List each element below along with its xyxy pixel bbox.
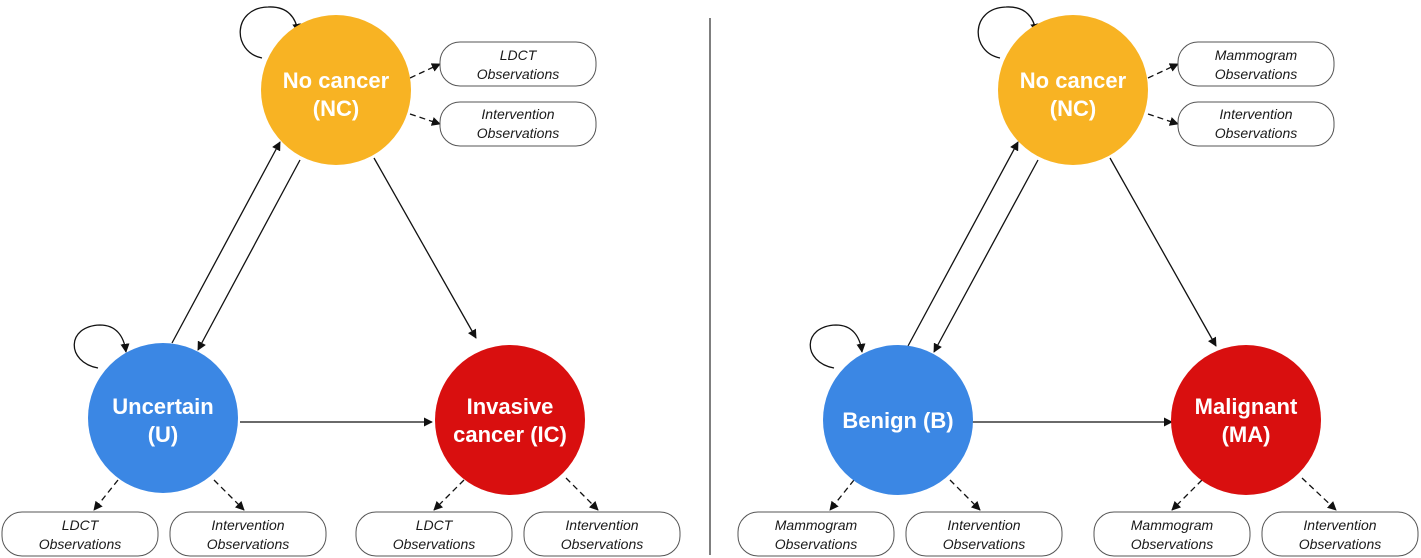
obs-label: Intervention	[211, 517, 284, 533]
edge-b-to-nc	[907, 141, 1019, 347]
state-invasive-cancer: Invasive cancer (IC)	[435, 345, 585, 495]
obs-label: Intervention	[1219, 106, 1292, 122]
obs-label: Observations	[1215, 66, 1297, 82]
dash-ma-mammogram	[1171, 479, 1203, 511]
dash-ic-ldct	[433, 479, 465, 511]
obs-box-ic-intervention: Intervention Observations	[523, 511, 681, 557]
obs-box-ma-mammogram: Mammogram Observations	[1093, 511, 1251, 557]
obs-label: LDCT	[62, 517, 100, 533]
obs-label: Observations	[775, 536, 857, 552]
obs-label: LDCT	[416, 517, 454, 533]
dash-nc-int	[409, 113, 441, 126]
right-panel: No cancer (NC) Benign (B) Malignant (MA)…	[737, 6, 1419, 557]
obs-box-b-mammogram: Mammogram Observations	[737, 511, 895, 557]
obs-label: Observations	[1299, 536, 1381, 552]
dash-nc-int	[1147, 113, 1179, 126]
state-malignant-circle	[1171, 345, 1321, 495]
state-uncertain-circle	[88, 343, 238, 493]
obs-label: Observations	[207, 536, 289, 552]
obs-label: Observations	[1131, 536, 1213, 552]
state-benign: Benign (B)	[823, 345, 973, 495]
obs-label: Observations	[477, 66, 559, 82]
state-label: Malignant	[1195, 394, 1298, 419]
state-no-cancer: No cancer (NC)	[261, 15, 411, 165]
obs-label: Observations	[1215, 125, 1297, 141]
obs-label: Intervention	[947, 517, 1020, 533]
dash-u-int	[213, 479, 245, 511]
edge-nc-to-u	[197, 159, 301, 351]
state-uncertain: Uncertain (U)	[88, 343, 238, 493]
obs-label: Observations	[561, 536, 643, 552]
state-label: (NC)	[313, 96, 359, 121]
edge-nc-to-ma	[1109, 157, 1217, 347]
dash-b-int	[949, 479, 981, 511]
self-loop-nc	[239, 6, 302, 59]
state-malignant: Malignant (MA)	[1171, 345, 1321, 495]
obs-label: Intervention	[1303, 517, 1376, 533]
state-label: cancer (IC)	[453, 422, 567, 447]
obs-box-nc-ldct: LDCT Observations	[439, 41, 597, 87]
obs-box-ic-ldct: LDCT Observations	[355, 511, 513, 557]
obs-box-ma-intervention: Intervention Observations	[1261, 511, 1419, 557]
left-panel: No cancer (NC) Uncertain (U) Invasive ca…	[1, 6, 681, 557]
obs-box-b-intervention: Intervention Observations	[905, 511, 1063, 557]
edge-nc-to-ic	[373, 157, 477, 339]
state-no-cancer-circle	[998, 15, 1148, 165]
edge-nc-to-b	[933, 159, 1039, 353]
state-label: Invasive	[467, 394, 554, 419]
obs-box-u-ldct: LDCT Observations	[1, 511, 159, 557]
dash-ic-int	[565, 477, 599, 511]
obs-box-nc-intervention: Intervention Observations	[439, 101, 597, 147]
obs-box-nc-mammogram: Mammogram Observations	[1177, 41, 1335, 87]
self-loop-b	[809, 324, 866, 369]
obs-label: Observations	[393, 536, 475, 552]
state-benign-circle	[823, 345, 973, 495]
state-label: (NC)	[1050, 96, 1096, 121]
dash-ma-int	[1301, 477, 1337, 511]
obs-label: Observations	[477, 125, 559, 141]
obs-label: Observations	[39, 536, 121, 552]
dash-nc-mammogram	[1147, 63, 1179, 79]
state-label: Benign (B)	[842, 408, 953, 433]
obs-label: Intervention	[565, 517, 638, 533]
state-label: Uncertain	[112, 394, 213, 419]
state-label: No cancer	[1020, 68, 1127, 93]
state-label: (MA)	[1222, 422, 1271, 447]
obs-label: Mammogram	[1215, 47, 1298, 63]
obs-box-u-intervention: Intervention Observations	[169, 511, 327, 557]
dash-nc-ldct	[409, 63, 441, 79]
state-label: No cancer	[283, 68, 390, 93]
self-loop-u	[73, 324, 130, 369]
obs-label: Mammogram	[775, 517, 858, 533]
self-loop-nc	[977, 6, 1040, 59]
dash-b-mammogram	[829, 479, 855, 511]
state-label: (U)	[148, 422, 179, 447]
obs-label: Mammogram	[1131, 517, 1214, 533]
state-invasive-circle	[435, 345, 585, 495]
state-no-cancer-circle	[261, 15, 411, 165]
obs-box-nc-intervention: Intervention Observations	[1177, 101, 1335, 147]
dash-u-ldct	[93, 479, 119, 511]
edge-u-to-nc	[171, 141, 281, 344]
obs-label: Intervention	[481, 106, 554, 122]
state-no-cancer: No cancer (NC)	[998, 15, 1148, 165]
obs-label: Observations	[943, 536, 1025, 552]
obs-label: LDCT	[500, 47, 538, 63]
